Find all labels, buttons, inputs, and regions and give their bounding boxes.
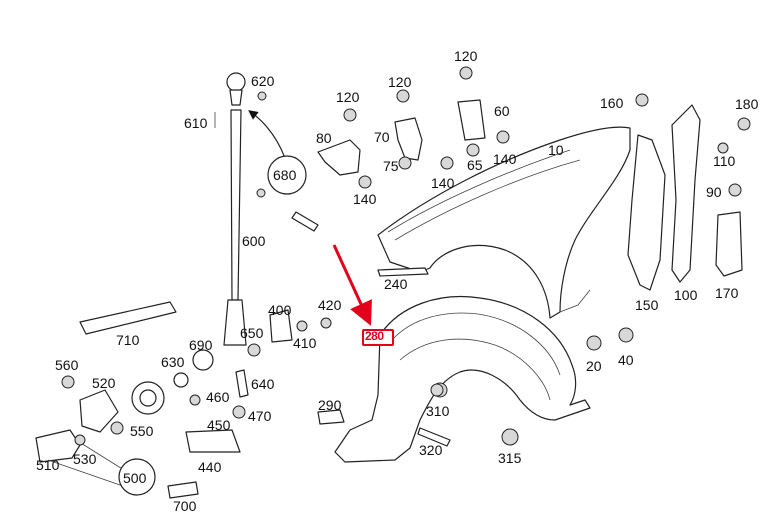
bracket-part-70 xyxy=(394,117,423,161)
label-100: 100 xyxy=(674,287,698,303)
label-90: 90 xyxy=(706,184,722,200)
label-690: 690 xyxy=(189,337,213,353)
label-400: 400 xyxy=(268,302,292,318)
label-310: 310 xyxy=(426,403,450,419)
highlight-arrow xyxy=(332,244,372,326)
label-620: 620 xyxy=(251,73,275,89)
label-140-left: 140 xyxy=(353,191,377,207)
label-470: 470 xyxy=(248,408,272,424)
highlight-label: 280 xyxy=(365,329,384,343)
label-20: 20 xyxy=(586,358,602,374)
label-160: 160 xyxy=(600,95,624,111)
label-80: 80 xyxy=(316,130,332,146)
label-180: 180 xyxy=(735,96,759,112)
strip-part-710 xyxy=(79,301,177,335)
fender-part-10 xyxy=(377,126,631,319)
bracket-part-80 xyxy=(317,139,361,176)
label-630: 630 xyxy=(161,354,185,370)
wheel-liner-part-280 xyxy=(334,295,591,463)
highlight-box-280: 280 xyxy=(362,329,394,346)
rod-part-600 xyxy=(214,72,247,346)
label-450: 450 xyxy=(207,417,231,433)
bracket-part-60 xyxy=(457,99,486,141)
fasteners xyxy=(61,66,751,447)
label-560: 560 xyxy=(55,357,79,373)
label-320: 320 xyxy=(419,442,443,458)
lower-left-assembly xyxy=(35,381,241,493)
label-70: 70 xyxy=(374,129,390,145)
label-650: 650 xyxy=(240,325,264,341)
callout-circle-500 xyxy=(118,458,156,496)
label-150: 150 xyxy=(635,297,659,313)
label-140-middle: 140 xyxy=(431,175,455,191)
label-120-top: 120 xyxy=(454,48,478,64)
label-120-middle: 120 xyxy=(388,74,412,90)
label-110: 110 xyxy=(713,153,736,169)
label-530: 530 xyxy=(73,451,97,467)
label-610: 610 xyxy=(184,115,208,131)
label-170: 170 xyxy=(715,285,739,301)
label-510: 510 xyxy=(36,457,60,473)
label-680: 680 xyxy=(273,167,297,183)
label-290: 290 xyxy=(318,397,342,413)
bracket-part-240 xyxy=(377,267,429,277)
label-240: 240 xyxy=(384,276,408,292)
label-140-right: 140 xyxy=(493,151,517,167)
side-brackets xyxy=(627,104,743,291)
pointer-arrow-680 xyxy=(248,110,286,159)
label-410: 410 xyxy=(293,335,317,351)
label-640: 640 xyxy=(251,376,275,392)
label-700: 700 xyxy=(173,498,197,514)
label-600: 600 xyxy=(242,233,266,249)
label-460: 460 xyxy=(206,389,230,405)
label-40: 40 xyxy=(618,352,634,368)
label-315: 315 xyxy=(498,450,522,466)
label-440: 440 xyxy=(198,459,222,475)
label-520: 520 xyxy=(92,375,116,391)
label-60: 60 xyxy=(494,103,510,119)
callout-circle-680 xyxy=(267,155,307,195)
label-65: 65 xyxy=(467,157,483,173)
label-420: 420 xyxy=(318,297,342,313)
label-710: 710 xyxy=(116,332,140,348)
label-10: 10 xyxy=(548,142,564,158)
label-75: 75 xyxy=(383,158,399,174)
label-550: 550 xyxy=(130,423,154,439)
strip-part-700 xyxy=(167,481,199,499)
label-500: 500 xyxy=(123,470,147,486)
label-120-left: 120 xyxy=(336,89,360,105)
